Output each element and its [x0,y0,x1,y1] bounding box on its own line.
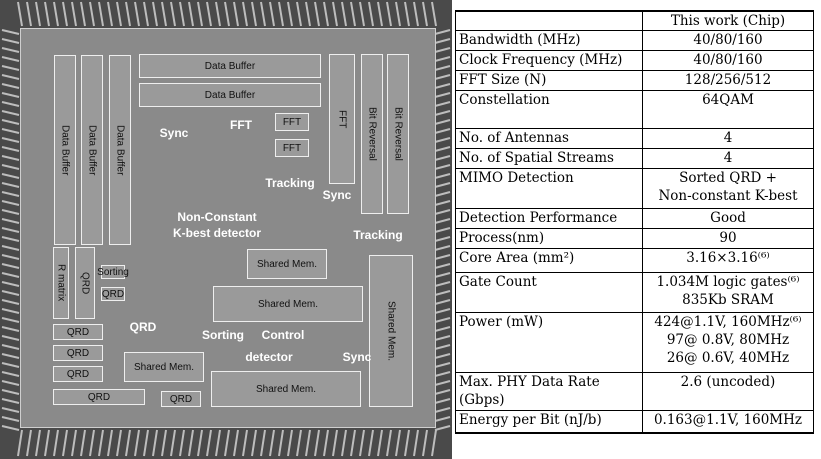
spec-table-row: Power (mW)424@1.1V, 160MHz⁽⁶⁾ 97@ 0.8V, … [455,312,814,373]
data-buffer-block-1: Data Buffer [54,55,76,245]
spec-value: 424@1.1V, 160MHz⁽⁶⁾ 97@ 0.8V, 80MHz 26@ … [642,312,814,373]
spec-label: MIMO Detection [455,168,643,209]
spec-value: 40/80/160 [642,50,814,71]
spec-value: 2.6 (uncoded) [642,372,814,411]
qrd-block-1: QRD [53,324,103,340]
qrd-block-2: QRD [53,345,103,361]
r-matrix-block: R matrix [53,247,69,319]
spec-label: Clock Frequency (MHz) [455,50,643,71]
spec-value: Good [642,208,814,229]
chip-micrograph: Data Buffer Data Buffer Data Buffer Data… [0,0,452,459]
spec-value: 4 [642,148,814,169]
spec-table-row: Clock Frequency (MHz)40/80/160 [455,50,814,71]
spec-value: 4 [642,128,814,149]
qrd-label: QRD [129,320,157,334]
spec-table-row: Process(nm)90 [455,228,814,249]
spec-value: 0.163@1.1V, 160MHz [642,410,814,434]
qrd-block-3: QRD [53,366,103,382]
detector-label: detector [245,350,293,364]
spec-label: Energy per Bit (nJ/b) [455,410,643,434]
spec-value: 90 [642,228,814,249]
fft-block-small-1: FFT [275,113,309,131]
spec-table-header: This work (Chip) [642,10,814,31]
bond-wires [1,1,451,457]
spec-value: 64QAM [642,90,814,129]
tracking-label-2: Tracking [353,228,403,242]
spec-value: 128/256/512 [642,70,814,91]
data-buffer-block-5: Data Buffer [139,83,321,107]
control-label: Control [261,328,305,342]
spec-label: Process(nm) [455,228,643,249]
qrd-block-4: QRD [53,389,145,405]
spec-label: Gate Count [455,272,643,313]
spec-table-row: Max. PHY Data Rate (Gbps)2.6 (uncoded) [455,372,814,411]
bit-reversal-block-2: Bit Reversal [387,54,409,214]
spec-value: 3.16×3.16⁽⁶⁾ [642,248,814,273]
spec-label: FFT Size (N) [455,70,643,91]
sync-label-2: Sync [322,188,352,202]
spec-label: Power (mW) [455,312,643,373]
tracking-label-1: Tracking [265,176,315,190]
qrd-block-vertical: QRD [75,247,95,319]
qrd-block-small: QRD [101,287,125,301]
spec-value: Sorted QRD + Non-constant K-best [642,168,814,209]
data-buffer-block-2: Data Buffer [81,55,103,245]
bit-reversal-block-1: Bit Reversal [361,54,383,214]
spec-table-row: Bandwidth (MHz)40/80/160 [455,30,814,51]
data-buffer-block-4: Data Buffer [139,54,321,78]
qrd-block-5: QRD [161,391,201,407]
data-buffer-block-3: Data Buffer [109,55,131,245]
spec-table-row: Core Area (mm²)3.16×3.16⁽⁶⁾ [455,248,814,273]
spec-label: Constellation [455,90,643,129]
shared-mem-block-3: Shared Mem. [369,255,413,407]
spec-label: Bandwidth (MHz) [455,30,643,51]
shared-mem-block-2: Shared Mem. [213,286,363,322]
spec-table-corner [455,10,643,31]
fft-block-right: FFT [329,54,355,184]
fft-label: FFT [230,118,252,132]
kbest-detector-label: Non-Constant K-best detector [172,210,261,240]
chip-core: Data Buffer Data Buffer Data Buffer Data… [20,28,436,428]
spec-label: No. of Spatial Streams [455,148,643,169]
spec-table-row: Energy per Bit (nJ/b)0.163@1.1V, 160MHz [455,410,814,434]
spec-label: No. of Antennas [455,128,643,149]
spec-table-row: FFT Size (N)128/256/512 [455,70,814,91]
sorting-label: Sorting [202,328,244,342]
spec-value: 40/80/160 [642,30,814,51]
spec-table-header-row: This work (Chip) [455,10,814,31]
sync-label-3: Sync [342,350,372,364]
spec-value: 1.034M logic gates⁽⁶⁾ 835Kb SRAM [642,272,814,313]
fft-block-small-2: FFT [275,139,309,157]
shared-mem-block-1: Shared Mem. [247,249,327,279]
shared-mem-block-5: Shared Mem. [211,371,361,407]
spec-label: Detection Performance [455,208,643,229]
shared-mem-block-4: Shared Mem. [124,352,204,382]
sorting-block: Sorting [97,265,129,279]
spec-label: Max. PHY Data Rate (Gbps) [455,372,643,411]
sync-label-1: Sync [159,126,189,140]
spec-table: This work (Chip) Bandwidth (MHz)40/80/16… [455,10,814,434]
spec-label: Core Area (mm²) [455,248,643,273]
